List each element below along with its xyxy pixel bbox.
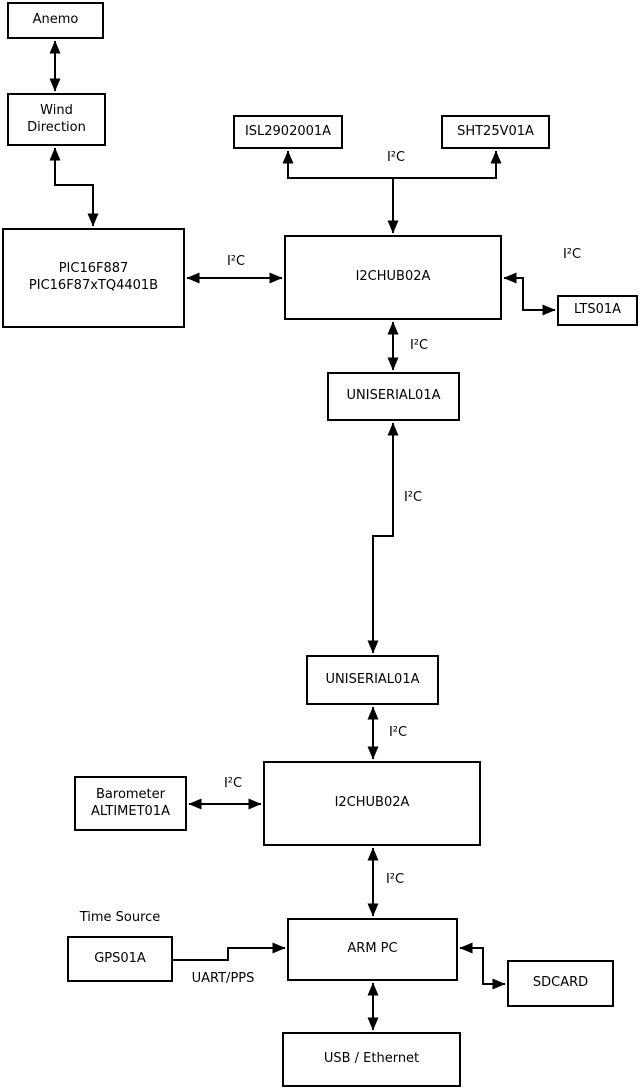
edge-label-i2c-uniserial2-hub2: I²C: [388, 725, 408, 740]
node-pic16f887: PIC16F887 PIC16F87xTQ4401B: [2, 228, 185, 328]
connector-wind-pic: [49, 147, 99, 227]
connector-gps-armpc: [173, 942, 286, 961]
node-gps01a: GPS01A: [67, 936, 173, 982]
node-sdcard: SDCARD: [507, 960, 614, 1007]
node-uniserial01a-2: UNISERIAL01A: [306, 655, 439, 705]
node-uniserial01a-1: UNISERIAL01A: [327, 372, 460, 421]
node-wind-direction: Wind Direction: [7, 93, 106, 146]
edge-label-time-source: Time Source: [79, 910, 161, 925]
edge-label-i2c-barometer-hub2: I²C: [223, 776, 243, 791]
edge-label-uart-pps: UART/PPS: [191, 971, 255, 986]
edge-label-i2c-sensor-branch: I²C: [386, 150, 406, 165]
edge-label-i2c-hub1-uniserial1: I²C: [409, 338, 429, 353]
node-isl2902001a: ISL2902001A: [233, 115, 343, 149]
edge-label-i2c-uniserial-link: I²C: [403, 490, 423, 505]
connector-armpc-sdcard: [459, 942, 506, 990]
edge-label-i2c-hub1-lts: I²C: [562, 247, 582, 262]
node-sht25v01a: SHT25V01A: [441, 115, 550, 149]
node-i2chub02a-1: I2CHUB02A: [284, 235, 502, 320]
connector-uniserial1-uniserial2: [367, 422, 399, 654]
connector-hub1-lts: [503, 272, 556, 316]
node-usb-ethernet: USB / Ethernet: [282, 1032, 461, 1087]
node-i2chub02a-2: I2CHUB02A: [263, 761, 481, 846]
edge-label-i2c-hub2-armpc: I²C: [385, 872, 405, 887]
node-arm-pc: ARM PC: [287, 918, 458, 981]
node-anemo: Anemo: [7, 2, 104, 39]
edge-label-i2c-pic-hub1: I²C: [226, 254, 246, 269]
node-barometer-altimet01a: Barometer ALTIMET01A: [74, 776, 187, 831]
node-lts01a: LTS01A: [557, 295, 638, 326]
